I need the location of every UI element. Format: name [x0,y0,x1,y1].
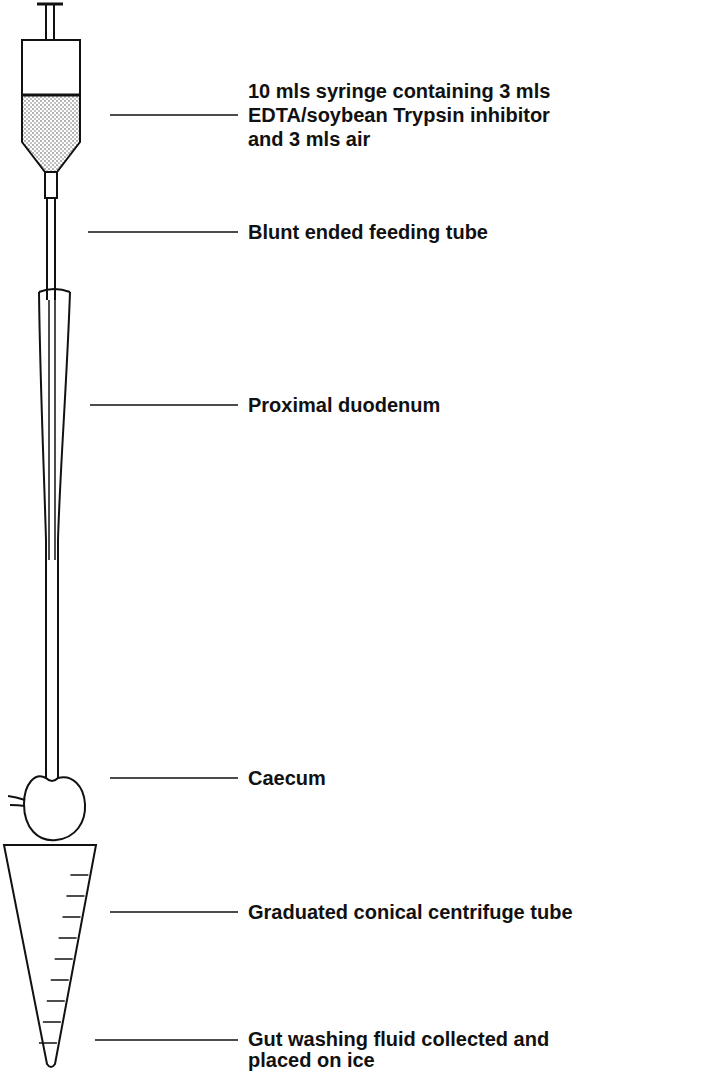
graduation-tick [70,874,88,876]
graduation-tick [39,1042,57,1044]
graduation-tick [43,1021,61,1023]
callout-label: Blunt ended feeding tube [248,220,488,244]
feeding-tube [47,198,55,300]
callout-label: Caecum [248,766,326,790]
leader-lines [88,115,238,1040]
graduation-tick [51,979,69,981]
caecum [8,776,85,840]
callout-label: 10 mls syringe containing 3 mls EDTA/soy… [248,79,578,151]
callout-label: Graduated conical centrifuge tube [248,900,573,924]
graduation-tick [55,958,73,960]
centrifuge-tube [4,845,96,1067]
callout-label: Gut washing fluid collected and placed o… [248,1029,578,1071]
graduation-tick [63,916,81,918]
syringe [22,4,80,198]
duodenum [39,289,70,778]
callout-label: Proximal duodenum [248,393,440,417]
graduation-tick [59,937,77,939]
graduation-tick [66,895,84,897]
graduation-tick [47,1000,65,1002]
